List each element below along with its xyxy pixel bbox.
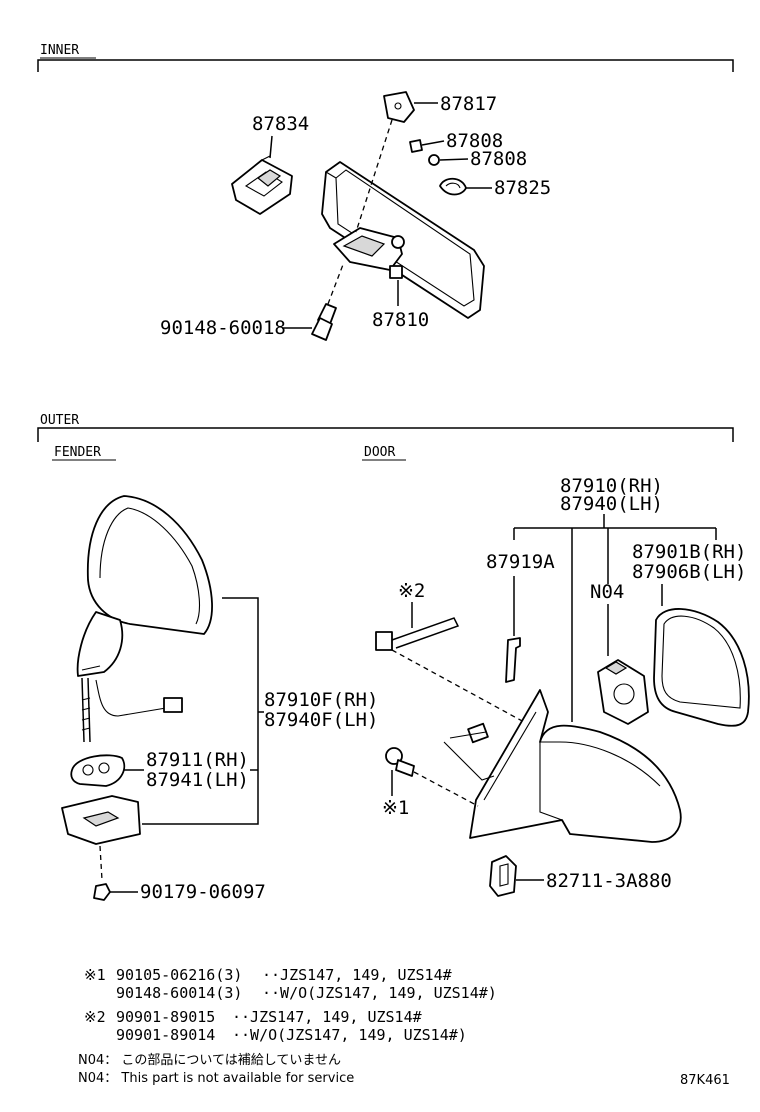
label-82711-3a880: 82711-3A880 <box>546 870 672 892</box>
section-outer-bracket <box>37 427 734 442</box>
note-3-part: 90901-89015 <box>116 1008 215 1026</box>
label-87911: 87911(RH) <box>146 749 249 771</box>
bracket-87910f <box>142 597 259 825</box>
leader-87834 <box>269 135 273 159</box>
part-90179-06097-nut <box>93 883 111 901</box>
label-90179-06097: 90179-06097 <box>140 881 266 903</box>
section-inner-bracket <box>37 59 734 72</box>
section-inner-label: INNER <box>40 43 79 58</box>
footnote-japanese: N04： この部品については補給していません <box>78 1053 341 1068</box>
label-87817: 87817 <box>440 93 497 115</box>
note-4-part: 90901-89014 <box>116 1026 215 1044</box>
label-87808-a: 87808 <box>446 130 503 152</box>
note-3-mark: ※2 <box>84 1008 106 1026</box>
footnote-english: N04： This part is not available for serv… <box>78 1071 354 1086</box>
note-1-mark: ※1 <box>84 966 106 984</box>
part-87808-clip-b <box>428 154 440 166</box>
dash-base-to-nut <box>99 845 103 881</box>
part-87808-clip-a <box>409 139 423 153</box>
label-87808-b: 87808 <box>470 148 527 170</box>
label-87910rh: 87910(RH) <box>560 475 663 497</box>
dash-87817-to-mount <box>355 119 393 233</box>
section-outer-label: OUTER <box>40 413 79 428</box>
part-n04-motor <box>597 659 649 725</box>
label-87910f: 87910F(RH) <box>264 689 378 711</box>
part-mirror-mount <box>333 227 405 271</box>
label-87906b: 87906B(LH) <box>632 561 746 583</box>
note-1-desc: ··JZS147, 149, UZS14# <box>262 966 452 984</box>
dash-bolt-to-mirror <box>413 771 479 807</box>
label-mark1: ※1 <box>382 797 409 819</box>
part-87825-spring <box>439 177 467 196</box>
note-3-desc: ··JZS147, 149, UZS14# <box>232 1008 422 1026</box>
label-87825: 87825 <box>494 177 551 199</box>
part-door-bolt <box>385 747 415 777</box>
section-fender-label: FENDER <box>54 445 101 460</box>
label-mark2: ※2 <box>398 580 425 602</box>
dash-harness-to-mirror <box>391 649 525 723</box>
part-fender-base <box>61 795 141 845</box>
part-87810 <box>389 265 403 279</box>
part-door-wire <box>443 722 495 781</box>
part-90148-60018-screw <box>311 303 337 341</box>
part-82711-3a880-clip <box>489 855 517 897</box>
label-87919a: 87919A <box>486 551 555 573</box>
diagram-code: 87K461 <box>680 1073 730 1088</box>
label-87941: 87941(LH) <box>146 769 249 791</box>
label-n04: N04 <box>590 581 624 603</box>
part-fender-wire-connector <box>95 679 183 717</box>
note-4-desc: ··W/O(JZS147, 149, UZS14#) <box>232 1026 467 1044</box>
label-87940lh: 87940(LH) <box>560 493 663 515</box>
label-87901b: 87901B(RH) <box>632 541 746 563</box>
label-87940f: 87940F(LH) <box>264 709 378 731</box>
label-87810: 87810 <box>372 309 429 331</box>
part-fender-mirror <box>76 495 213 677</box>
note-2-part: 90148-60014(3) <box>116 984 242 1002</box>
note-1-part: 90105-06216(3) <box>116 966 242 984</box>
part-87911-cover <box>70 754 126 787</box>
part-87834-cover <box>231 155 293 215</box>
part-fender-bolt <box>81 677 91 743</box>
part-door-harness <box>375 617 460 651</box>
part-mirror-glass <box>653 608 750 727</box>
part-87817-bracket <box>383 91 415 123</box>
label-87834: 87834 <box>252 113 309 135</box>
part-door-mirror-housing <box>469 689 682 843</box>
label-90148-60018: 90148-60018 <box>160 317 286 339</box>
leader-87808-a <box>421 140 445 146</box>
note-2-desc: ··W/O(JZS147, 149, UZS14#) <box>262 984 497 1002</box>
leader-87808-b <box>439 158 469 161</box>
dash-screw-to-mount <box>327 261 345 305</box>
part-87919a-gasket <box>505 637 521 683</box>
section-door-label: DOOR <box>364 445 395 460</box>
